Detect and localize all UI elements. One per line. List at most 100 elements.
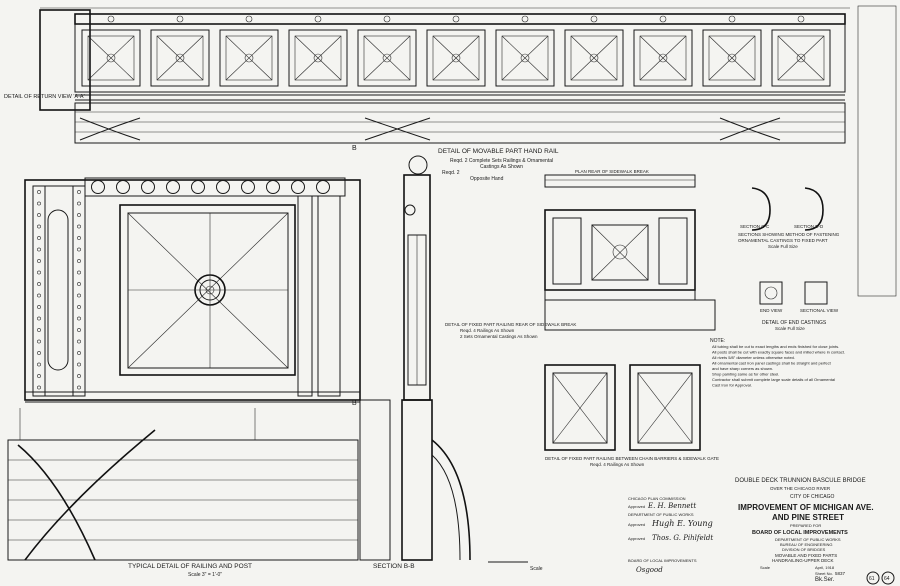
approved-label-3: Approved [628,536,645,541]
top-panel [426,15,486,87]
title-line9: BUREAU OF ENGINEERING [780,542,832,547]
signature-2: Hugh E. Young [651,519,713,528]
chain-barrier-detail: DETAIL OF FIXED PART RAILING BETWEEN CHA… [544,364,719,467]
title-scale: Scale [760,565,771,570]
fixed-rail-detail: PLAN REAR OF SIDEWALK BREAK DETAIL OF FI… [445,169,716,339]
rail-ring [141,180,155,194]
notes-block: NOTE: All tubing shall be cut to exact l… [710,338,845,388]
section-cc-label: SECTION C-C [740,224,770,229]
title-line3: CITY OF CHICAGO [790,494,834,500]
title-line11: MOVABLE AND FIXED PARTS [775,553,837,558]
title-line7: BOARD OF LOCAL IMPROVEMENTS [752,530,848,536]
title-line5: AND PINE STREET [772,513,844,522]
top-panel [357,15,417,87]
chain-barriers-note: Reqd. 4 Railings As Shown [590,462,645,467]
rivet [37,351,41,355]
section-b-marker: B [352,145,357,152]
note-line: Shop painting same as for other steel. [712,372,779,377]
approvals: CHICAGO PLAN COMMISSION Approved E. H. B… [488,496,713,574]
sheet-no-label: Sheet No. [815,571,833,576]
rivet [77,316,81,321]
title-line8: DEPARTMENT OF PUBLIC WORKS [775,537,841,542]
signature-1: E. H. Bennett [647,502,696,510]
approved-label-2: Approved [628,522,645,527]
signature-3: Thos. G. Pihlfeldt [652,534,713,542]
note-line: and have sharp corners as shown. [712,366,773,371]
rivet [77,259,81,263]
rail-ring [166,180,180,194]
top-panel [81,15,141,87]
rivet [37,270,41,275]
rivet [77,305,81,309]
top-panel [564,15,624,87]
note-title: NOTE: [710,338,725,344]
approved-label: Approved [628,504,645,509]
title-line4: IMPROVEMENT OF MICHIGAN AVE. [738,503,874,512]
rail-ring [116,180,130,194]
typical-detail-title: TYPICAL DETAIL OF RAILING AND POST [128,563,252,570]
title-block: DOUBLE DECK TRUNNION BASCULE BRIDGE OVER… [735,478,895,585]
signature-4: Osgood [636,566,663,574]
rivet [37,282,41,286]
movable-rail-note2: Castings As Shown [480,164,523,170]
sections-note1: SECTIONS SHOWING METHOD OF FASTENING [738,232,840,237]
rivet [77,351,81,355]
rivet [77,190,81,194]
top-panel [702,15,762,87]
rivet [37,259,41,263]
note-line: All ornamental cast iron panel castings … [712,361,832,366]
rivet [77,247,81,252]
end-castings-title: DETAIL OF END CASTINGS [762,320,827,326]
typical-detail: TYPICAL DETAIL OF RAILING AND POST Scale… [7,145,361,578]
top-panel [150,15,210,87]
rivet [37,247,41,252]
rail-ring [191,180,205,194]
stamp-num: 61 [869,576,875,582]
title-line6: PREPARED FOR [790,523,821,528]
chain-barriers-title: DETAIL OF FIXED PART RAILING BETWEEN CHA… [545,456,719,461]
movable-rail-title: DETAIL OF MOVABLE PART HAND RAIL [438,148,559,155]
rivet [37,385,41,390]
sections-note2: ORNAMENTAL CASTINGS TO FIXED PART [738,238,828,243]
rivet [77,374,81,378]
rail-ring [91,180,105,194]
top-panel [495,15,555,87]
top-elevation: DETAIL OF RETURN VIEW 'A-A' [4,7,850,144]
rivet [37,201,41,206]
title-line10: DIVISION OF BRIDGES [782,547,826,552]
title-line12: HANDRAILING-UPPER DECK [772,558,834,563]
rivet [37,224,41,229]
end-view-label: END VIEW [760,308,783,313]
rivet [37,213,41,217]
stamp-num2: 64 [884,576,890,582]
dept-pw-label: DEPARTMENT OF PUBLIC WORKS [628,512,694,517]
title-line2: OVER THE CHICAGO RIVER [770,486,831,491]
rivet [77,270,81,275]
sheet-no-value: 5837 [835,571,846,576]
rail-ring [241,180,255,194]
rivet [77,293,81,298]
rivet [77,213,81,217]
rail-ring [291,180,305,194]
section-bb: SECTION B-B [359,155,471,570]
rivet [37,339,41,344]
fixed-rail-note: Reqd. 4 Railings As Shown [460,328,515,333]
rivet [77,385,81,390]
movable-rail-notes: DETAIL OF MOVABLE PART HAND RAIL Reqd. 2… [438,148,559,182]
top-panel [633,15,693,87]
rivet [37,305,41,309]
rail-ring [216,180,230,194]
note-line: All tubing shall be cut to exact lengths… [712,344,839,349]
rivet [77,328,81,332]
rivet [77,339,81,344]
sections-scale: Scale Full Size [768,244,798,249]
note-line: Contractor shall submit complete large s… [712,377,835,382]
fixed-rail-title: DETAIL OF FIXED PART RAILING REAR OF SID… [445,322,576,327]
movable-rail-note3: Reqd. 2 [442,170,460,176]
rivet [37,374,41,378]
rivet [77,362,81,367]
rivet [37,190,41,194]
note-line: All rivets 5/8" diameter unless otherwis… [712,355,795,360]
title-date: April, 1918 [815,565,835,570]
